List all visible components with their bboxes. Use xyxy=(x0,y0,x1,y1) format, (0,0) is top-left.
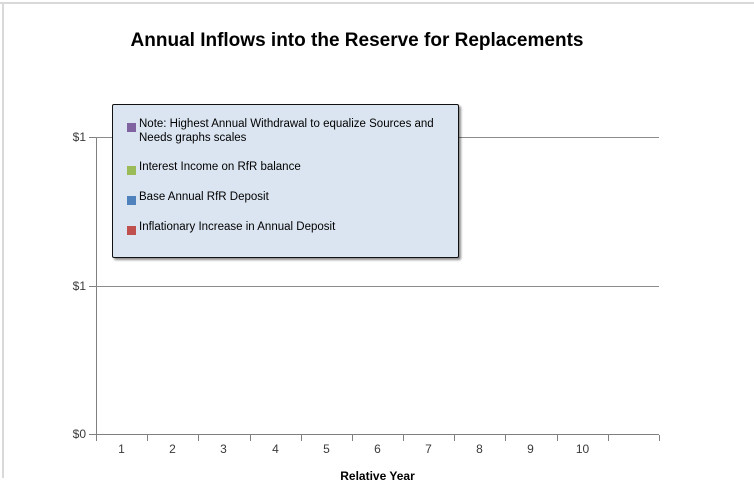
y-axis-tick xyxy=(89,286,96,287)
legend-item: Base Annual RfR Deposit xyxy=(127,190,448,205)
x-axis-tick xyxy=(198,435,199,441)
x-axis-tick-label: 10 xyxy=(575,442,590,456)
legend-marker-square-icon xyxy=(127,196,136,205)
x-axis-tick-label: 5 xyxy=(323,442,330,456)
x-axis-tick xyxy=(403,435,404,441)
x-axis-tick xyxy=(352,435,353,441)
x-axis-tick xyxy=(147,435,148,441)
y-gridline xyxy=(96,286,659,287)
x-axis-tick xyxy=(301,435,302,441)
x-axis-tick xyxy=(505,435,506,441)
legend-item-label: Base Annual RfR Deposit xyxy=(139,191,269,203)
legend-item-label: Interest Income on RfR balance xyxy=(139,161,301,173)
x-axis-tick xyxy=(557,435,558,441)
x-axis-tick-label: 6 xyxy=(374,442,381,456)
chart-legend: Note: Highest Annual Withdrawal to equal… xyxy=(112,104,459,258)
legend-item: Note: Highest Annual Withdrawal to equal… xyxy=(127,117,448,145)
x-axis-tick-label: 4 xyxy=(272,442,279,456)
x-axis-title: Relative Year xyxy=(340,469,415,483)
y-axis-tick-label: $1 xyxy=(72,279,86,293)
legend-marker-square-icon xyxy=(127,166,136,175)
legend-item-label: Note: Highest Annual Withdrawal to equal… xyxy=(139,118,434,144)
x-axis-tick-label: 1 xyxy=(118,442,125,456)
y-axis-tick-label: $0 xyxy=(72,427,86,441)
y-axis-tick-label: $1 xyxy=(72,130,86,144)
y-axis-tick xyxy=(89,434,96,435)
x-axis-tick xyxy=(454,435,455,441)
chart-frame-top-border xyxy=(0,2,754,4)
legend-item-label: Inflationary Increase in Annual Deposit xyxy=(139,221,336,233)
legend-item: Interest Income on RfR balance xyxy=(127,160,448,175)
x-axis-line xyxy=(96,434,659,435)
x-axis-tick-label: 7 xyxy=(425,442,432,456)
x-axis-tick xyxy=(250,435,251,441)
x-axis-tick-label: 9 xyxy=(527,442,534,456)
x-axis-tick-label: 2 xyxy=(169,442,176,456)
x-axis-tick xyxy=(96,435,97,441)
y-axis-line xyxy=(96,137,97,434)
chart-title: Annual Inflows into the Reserve for Repl… xyxy=(130,30,584,51)
x-axis-tick xyxy=(608,435,609,441)
legend-item: Inflationary Increase in Annual Deposit xyxy=(127,220,448,235)
y-axis-tick xyxy=(89,137,96,138)
chart-frame-left-border xyxy=(2,2,4,478)
x-axis-tick-label: 8 xyxy=(476,442,483,456)
x-axis-tick-label: 3 xyxy=(220,442,227,456)
legend-marker-square-icon xyxy=(127,226,136,235)
x-axis-tick xyxy=(659,435,660,441)
legend-marker-square-icon xyxy=(127,123,136,132)
